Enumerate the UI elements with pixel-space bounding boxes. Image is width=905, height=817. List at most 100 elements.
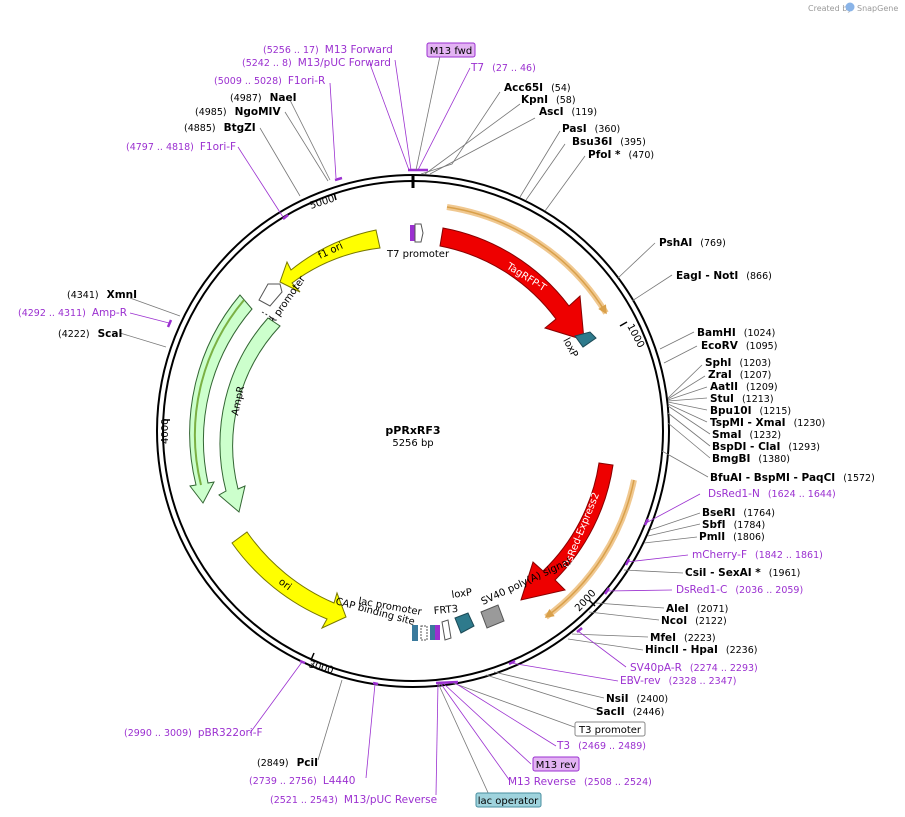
ori-arrow bbox=[231, 531, 347, 630]
tagrfp-t-orf-arrow bbox=[446, 206, 607, 315]
tick-mark-3000 bbox=[310, 652, 315, 661]
primer-ebv-rev[interactable]: EBV-rev(2328 .. 2347) bbox=[620, 675, 737, 687]
enzyme-ncoi[interactable]: NcoI(2122) bbox=[661, 615, 727, 627]
boxed-label-m13-rev[interactable]: M13 rev bbox=[532, 756, 580, 772]
lac-operator-box-label bbox=[475, 792, 542, 808]
boxed-label-lac-operator[interactable]: lac operator bbox=[475, 792, 542, 808]
enzyme-alei[interactable]: AleI(2071) bbox=[666, 603, 728, 615]
feature-ori[interactable]: ori bbox=[231, 531, 347, 630]
primer-t3[interactable]: T3(2469 .. 2489) bbox=[556, 740, 646, 752]
primer-dsred1-c[interactable]: DsRed1-C(2036 .. 2059) bbox=[676, 584, 803, 596]
boxed-label-m13-fwd[interactable]: M13 fwd bbox=[426, 42, 476, 58]
enzyme-pfoi[interactable]: PfoI *(470) bbox=[588, 149, 654, 161]
feature-lac-cluster[interactable]: lac promoter CAP binding site bbox=[334, 596, 440, 641]
primer-m13-reverse[interactable]: M13 Reverse(2508 .. 2524) bbox=[508, 776, 652, 788]
primer-m13-forward[interactable]: (5256 .. 17)M13 Forward bbox=[263, 44, 393, 56]
enzyme-csii[interactable]: CsiI - SexAI *(1961) bbox=[685, 567, 800, 579]
t7-promoter-label: T7 promoter bbox=[386, 249, 450, 260]
tick-mark-2000 bbox=[588, 599, 596, 607]
enzyme-aatii[interactable]: AatII(1209) bbox=[710, 381, 778, 393]
enzyme-eagi[interactable]: EagI - NotI(866) bbox=[676, 270, 772, 282]
enzyme-btgzi[interactable]: (4885)BtgZI bbox=[184, 122, 256, 134]
feature-t7-promoter[interactable]: T7 promoter bbox=[386, 223, 450, 260]
enzyme-bsu36i[interactable]: Bsu36I(395) bbox=[572, 136, 646, 148]
primer-t7[interactable]: T7(27 .. 46) bbox=[470, 62, 536, 74]
enzyme-naei[interactable]: (4987)NaeI bbox=[230, 92, 297, 104]
enzyme-labels: Acc65I(54) KpnI(58) AscI(119) PasI(360) … bbox=[58, 82, 875, 769]
tick-label-1000: 1000 bbox=[624, 322, 646, 350]
m13-rev-box-label bbox=[532, 756, 580, 772]
enzyme-scai[interactable]: (4222)ScaI bbox=[58, 328, 122, 340]
primer-m13-puc-reverse[interactable]: (2521 .. 2543)M13/pUC Reverse bbox=[270, 794, 437, 806]
tick-mark-5000 bbox=[333, 192, 337, 201]
enzyme-pmli[interactable]: PmlI(1806) bbox=[699, 531, 765, 543]
m13-rev-box bbox=[435, 625, 440, 640]
enzyme-hincii[interactable]: HincII - HpaI(2236) bbox=[645, 644, 757, 656]
enzyme-bspdi[interactable]: BspDI - ClaI(1293) bbox=[712, 441, 820, 453]
ampr-outer-arrow bbox=[189, 294, 253, 504]
feature-tagrfp-t[interactable]: TagRFP-T bbox=[439, 227, 585, 341]
loxp-1-label: loxP bbox=[560, 336, 579, 359]
lac-operator-label: lac operator bbox=[478, 796, 539, 807]
credit-brand: SnapGene bbox=[857, 4, 898, 13]
tick-label-4000: 4000 bbox=[160, 419, 171, 444]
primer-mark-amp-r bbox=[166, 319, 173, 328]
enzyme-sbfi[interactable]: SbfI(1784) bbox=[702, 519, 765, 531]
primer-dsred1-n[interactable]: DsRed1-N(1624 .. 1644) bbox=[708, 488, 836, 500]
loxp-2-label: loxP bbox=[451, 587, 473, 601]
primer-l4440[interactable]: (2739 .. 2756)L4440 bbox=[249, 775, 355, 787]
tick-label-3000: 3000 bbox=[307, 659, 334, 676]
enzyme-sphi[interactable]: SphI(1203) bbox=[705, 357, 771, 369]
dsred-express2-arrow bbox=[520, 462, 614, 601]
enzyme-tspmi[interactable]: TspMI - XmaI(1230) bbox=[710, 417, 825, 429]
enzyme-xmni[interactable]: (4341)XmnI bbox=[67, 289, 137, 301]
primer-pbr322ori-f[interactable]: (2990 .. 3009)pBR322ori-F bbox=[124, 727, 263, 739]
m13-fwd-box bbox=[426, 42, 476, 58]
enzyme-mfei[interactable]: MfeI(2223) bbox=[650, 632, 716, 644]
primer-mcherry-f[interactable]: mCherry-F(1842 .. 1861) bbox=[692, 549, 823, 561]
primer-mark-pbr322ori-f bbox=[299, 659, 306, 665]
primer-f1ori-r[interactable]: (5009 .. 5028)F1ori-R bbox=[214, 75, 325, 87]
enzyme-kpni[interactable]: KpnI(58) bbox=[521, 94, 576, 106]
cap-binding-site-box bbox=[412, 625, 418, 641]
primer-m13-puc-forward[interactable]: (5242 .. 8)M13/pUC Forward bbox=[242, 57, 391, 69]
feature-frt3[interactable]: FRT3 bbox=[433, 604, 459, 641]
tagrfp-t-arrow bbox=[439, 227, 585, 341]
enzyme-nsii[interactable]: NsiI(2400) bbox=[606, 693, 668, 705]
enzyme-bamhi[interactable]: BamHI(1024) bbox=[697, 327, 775, 339]
enzyme-asci[interactable]: AscI(119) bbox=[539, 106, 597, 118]
leader-lines bbox=[119, 55, 711, 798]
enzyme-pasi[interactable]: PasI(360) bbox=[562, 123, 620, 135]
enzyme-sacii[interactable]: SacII(2446) bbox=[596, 706, 664, 718]
feature-ampr[interactable]: AmpR bbox=[189, 294, 281, 513]
boxed-label-t3-promoter[interactable]: T3 promoter bbox=[574, 721, 646, 737]
enzyme-stui[interactable]: StuI(1213) bbox=[710, 393, 774, 405]
t3-promoter-label: T3 promoter bbox=[578, 725, 642, 736]
t3-promoter-box bbox=[574, 721, 646, 737]
enzyme-acc65i[interactable]: Acc65I(54) bbox=[504, 82, 571, 94]
primer-f1ori-f[interactable]: (4797 .. 4818)F1ori-F bbox=[126, 141, 236, 153]
enzyme-bseri[interactable]: BseRI(1764) bbox=[702, 507, 775, 519]
primer-amp-r[interactable]: (4292 .. 4311)Amp-R bbox=[18, 307, 127, 319]
m13-fwd-label: M13 fwd bbox=[430, 46, 472, 57]
enzyme-zrai[interactable]: ZraI(1207) bbox=[708, 369, 771, 381]
enzyme-pshai[interactable]: PshAI(769) bbox=[659, 237, 726, 249]
enzyme-bpu10i[interactable]: Bpu10I(1215) bbox=[710, 405, 791, 417]
ampr-promoter-arrow bbox=[258, 283, 283, 307]
t7-primer-box bbox=[410, 225, 415, 241]
enzyme-bmgbi[interactable]: BmgBI(1380) bbox=[712, 453, 790, 465]
enzyme-smai[interactable]: SmaI(1232) bbox=[712, 429, 781, 441]
f1-ori-arrow bbox=[279, 229, 381, 293]
loxp-1-arrow bbox=[574, 331, 597, 348]
feature-loxp-2[interactable]: loxP bbox=[451, 587, 475, 634]
enzyme-bfuai[interactable]: BfuAI - BspMI - PaqCI(1572) bbox=[710, 472, 875, 484]
enzyme-ecorv[interactable]: EcoRV(1095) bbox=[701, 340, 777, 352]
frt3-label: FRT3 bbox=[433, 604, 458, 617]
lac-promoter-box bbox=[420, 625, 428, 641]
primer-sv40pa-r[interactable]: SV40pA-R(2274 .. 2293) bbox=[630, 662, 758, 674]
primer-mark-l4440 bbox=[372, 681, 379, 686]
feature-loxp-1[interactable]: loxP bbox=[560, 331, 597, 360]
enzyme-ngomiv[interactable]: (4985)NgoMIV bbox=[195, 106, 281, 118]
enzyme-pcii[interactable]: (2849)PciI bbox=[257, 757, 318, 769]
